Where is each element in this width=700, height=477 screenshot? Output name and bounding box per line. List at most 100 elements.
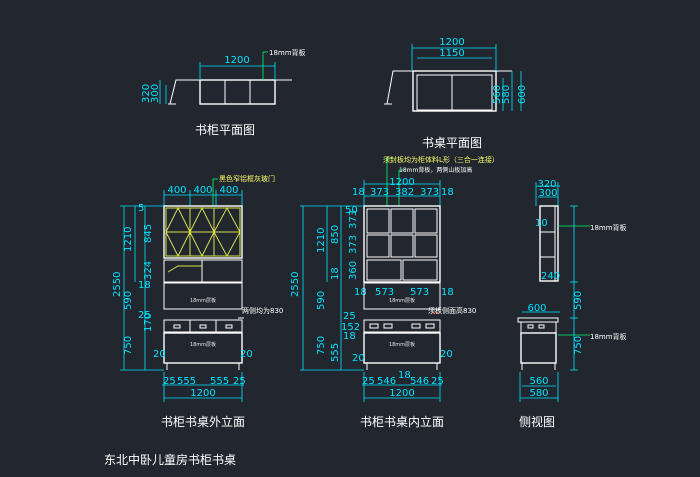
lower-cabinet — [163, 332, 243, 364]
dim-300: 300 — [538, 188, 557, 199]
dim-1210: 1210 — [123, 227, 134, 252]
dim-400: 400 — [193, 185, 212, 196]
dim-5: 5 — [138, 203, 144, 214]
dim-1200: 1200 — [389, 177, 414, 188]
dim-18: 18 — [398, 370, 411, 381]
dim-850: 850 — [330, 225, 341, 244]
dim-18: 18 — [343, 331, 356, 342]
dim-1200: 1200 — [190, 388, 215, 399]
dim-320: 320 — [141, 84, 152, 103]
dim-25: 25 — [138, 310, 151, 321]
dim-18: 18 — [330, 267, 341, 280]
desk-plan: 1200 1150 560 580 600 书桌平面图 — [384, 37, 528, 150]
dim-20: 20 — [440, 349, 453, 360]
side-upper-cabinet — [539, 205, 559, 282]
dim-18: 18 — [352, 187, 365, 198]
dim-400: 400 — [219, 185, 238, 196]
note-panel-side: 须板侧面高830 — [428, 306, 476, 315]
dim-560: 560 — [529, 376, 548, 387]
dim-320: 320 — [537, 179, 556, 190]
note-edge-banding: 须封板均为柜体料L形（三合一连接） — [383, 155, 499, 164]
dim-25: 25 — [233, 376, 246, 387]
dim-750: 750 — [573, 336, 584, 355]
dim-2550: 2550 — [112, 272, 123, 297]
upper-cabinet-inner — [363, 205, 441, 283]
dim-750: 750 — [123, 336, 134, 355]
label-shelf: 18mm层板 — [389, 297, 415, 304]
dim-1210: 1210 — [316, 228, 327, 253]
dim-25: 25 — [163, 376, 176, 387]
dim-750: 750 — [316, 336, 327, 355]
dim-373: 373 — [370, 187, 389, 198]
dim-300: 300 — [150, 84, 161, 103]
note-back-panel-side: 18mm背板 — [590, 223, 627, 232]
dim-373: 373 — [348, 235, 359, 254]
dim-18: 18 — [354, 287, 367, 298]
dim-10: 10 — [535, 218, 548, 229]
title-inner-elevation: 书柜书桌内立面 — [360, 414, 444, 429]
dim-170: 170 — [143, 313, 154, 332]
title-bookcase-plan: 书柜平面图 — [195, 123, 255, 137]
dim-382: 382 — [395, 187, 414, 198]
bookcase-plan-outline — [199, 79, 276, 105]
dim-240: 240 — [541, 271, 560, 282]
dim-845: 845 — [143, 224, 154, 243]
dim-25: 25 — [362, 376, 375, 387]
side-view: 320 300 10 240 18mm背板 600 18mm背板 590 750 — [517, 179, 627, 429]
title-outer-elevation: 书柜书桌外立面 — [161, 414, 245, 429]
dim-18: 18 — [441, 187, 454, 198]
dim-20: 20 — [240, 349, 253, 360]
inner-elevation: 须封板均为柜体料L形（三合一连接） 18mm背板，两侧山板加高 1200 18 … — [290, 155, 499, 429]
side-lower-cabinet — [520, 332, 557, 364]
label-shelf: 18mm层板 — [190, 341, 216, 348]
dim-1200: 1200 — [439, 37, 464, 48]
note-back-panel: 18mm背板 — [269, 48, 306, 57]
desk-plan-outline — [412, 70, 497, 112]
dim-590: 590 — [316, 291, 327, 310]
dim-2550: 2550 — [290, 272, 301, 297]
dim-546: 546 — [377, 376, 396, 387]
dim-1200: 1200 — [389, 388, 414, 399]
dim-555: 555 — [210, 376, 229, 387]
dim-324: 324 — [143, 261, 154, 280]
dim-573: 573 — [375, 287, 394, 298]
dim-25: 25 — [431, 376, 444, 387]
dim-152: 152 — [341, 322, 360, 333]
dim-373: 373 — [420, 187, 439, 198]
bookcase-plan: 1200 18mm背板 320 300 书柜平面图 — [141, 48, 306, 137]
label-shelf: 18mm层板 — [389, 341, 415, 348]
dim-580: 580 — [529, 388, 548, 399]
title-side-view: 侧视图 — [519, 414, 555, 429]
dim-560: 560 — [492, 85, 503, 104]
dim-546: 546 — [410, 376, 429, 387]
title-desk-plan: 书桌平面图 — [422, 136, 482, 150]
dim-400: 400 — [167, 185, 186, 196]
dim-580: 580 — [501, 85, 512, 104]
dim-18: 18 — [138, 280, 151, 291]
upper-cabinet — [163, 205, 243, 259]
dim-600: 600 — [517, 85, 528, 104]
note-back-panel-ends: 18mm背板，两侧山板加高 — [399, 166, 472, 174]
dim-360: 360 — [348, 261, 359, 280]
outer-elevation: 400 400 400 黑色窄铝框灰玻门 18mm层板 两侧均为830 18mm — [112, 174, 283, 429]
dim-1150: 1150 — [439, 48, 464, 59]
drawing-name: 东北中卧儿童房书柜书桌 — [104, 452, 236, 467]
label-shelf: 18mm层板 — [190, 297, 216, 304]
dim-1200: 1200 — [224, 55, 249, 66]
note-back-panel-side: 18mm背板 — [590, 332, 627, 341]
dim-555: 555 — [177, 376, 196, 387]
dim-25: 25 — [343, 311, 356, 322]
dim-590: 590 — [123, 291, 134, 310]
dim-373: 373 — [348, 210, 359, 229]
note-both-sides: 两侧均为830 — [242, 306, 283, 315]
dim-50: 50 — [345, 205, 358, 216]
dim-20: 20 — [352, 353, 365, 364]
dim-555: 555 — [330, 343, 341, 362]
dim-18: 18 — [441, 287, 454, 298]
dim-20: 20 — [153, 349, 166, 360]
dim-590: 590 — [573, 291, 584, 310]
dim-600: 600 — [527, 303, 546, 314]
note-glass-door: 黑色窄铝框灰玻门 — [219, 174, 275, 183]
dim-573: 573 — [410, 287, 429, 298]
